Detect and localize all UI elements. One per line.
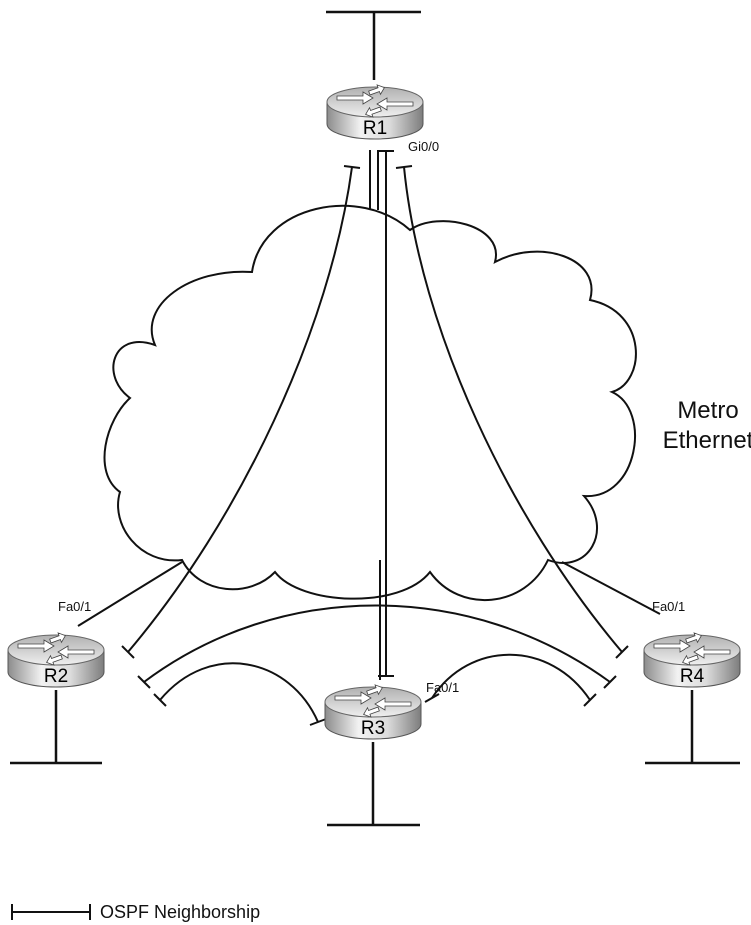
ospf-r3-r4 — [431, 653, 591, 701]
physical-links — [77, 150, 661, 680]
legend: OSPF Neighborship — [11, 902, 260, 922]
router-r4[interactable]: R4 — [643, 630, 741, 688]
router-r2-label: R2 — [44, 666, 68, 687]
ospf-r2-r4-end-r2 — [137, 675, 151, 689]
r4-interface-label: Fa0/1 — [652, 599, 685, 614]
r2-access-link — [77, 561, 183, 627]
r2-interface-label: Fa0/1 — [58, 599, 91, 614]
ospf-r1-r4-end-r1 — [395, 165, 413, 169]
router-r1-label: R1 — [363, 118, 387, 139]
ospf-r2-r3-end-r2 — [153, 693, 167, 707]
r4-access-link — [561, 561, 661, 615]
ospf-r2-r4-end-r4 — [603, 675, 617, 689]
cloud-label-line1: Metro — [677, 397, 738, 424]
router-r3[interactable]: R3 — [324, 682, 422, 740]
ospf-r1-r2-end-r2 — [121, 645, 135, 659]
router-r2[interactable]: R2 — [7, 630, 105, 688]
ospf-r1-r2 — [127, 166, 353, 653]
ospf-r3-r4-end-r4 — [583, 693, 597, 707]
router-r1[interactable]: R1 — [326, 82, 424, 140]
ospf-r2-r3 — [159, 662, 319, 723]
ospf-r2-r3-end-r3 — [309, 718, 327, 726]
ospf-r1-r4-end-r4 — [615, 645, 629, 659]
r1-interface-label: Gi0/0 — [408, 139, 439, 154]
lan-lines — [10, 10, 740, 827]
r3-interface-label: Fa0/1 — [426, 680, 459, 695]
ospf-r1-r4 — [403, 166, 623, 653]
router-r4-label: R4 — [680, 666, 705, 687]
metro-ethernet-cloud — [103, 204, 637, 602]
ospf-r2-r4 — [143, 604, 611, 683]
router-r3-label: R3 — [361, 718, 385, 739]
ospf-r3-r4-end-r3 — [424, 693, 440, 703]
ospf-r1-r2-end-r1 — [343, 165, 361, 169]
cloud-label-line2: Ethernet — [663, 427, 751, 454]
legend-label: OSPF Neighborship — [100, 902, 260, 922]
ospf-neighborships — [121, 150, 629, 726]
